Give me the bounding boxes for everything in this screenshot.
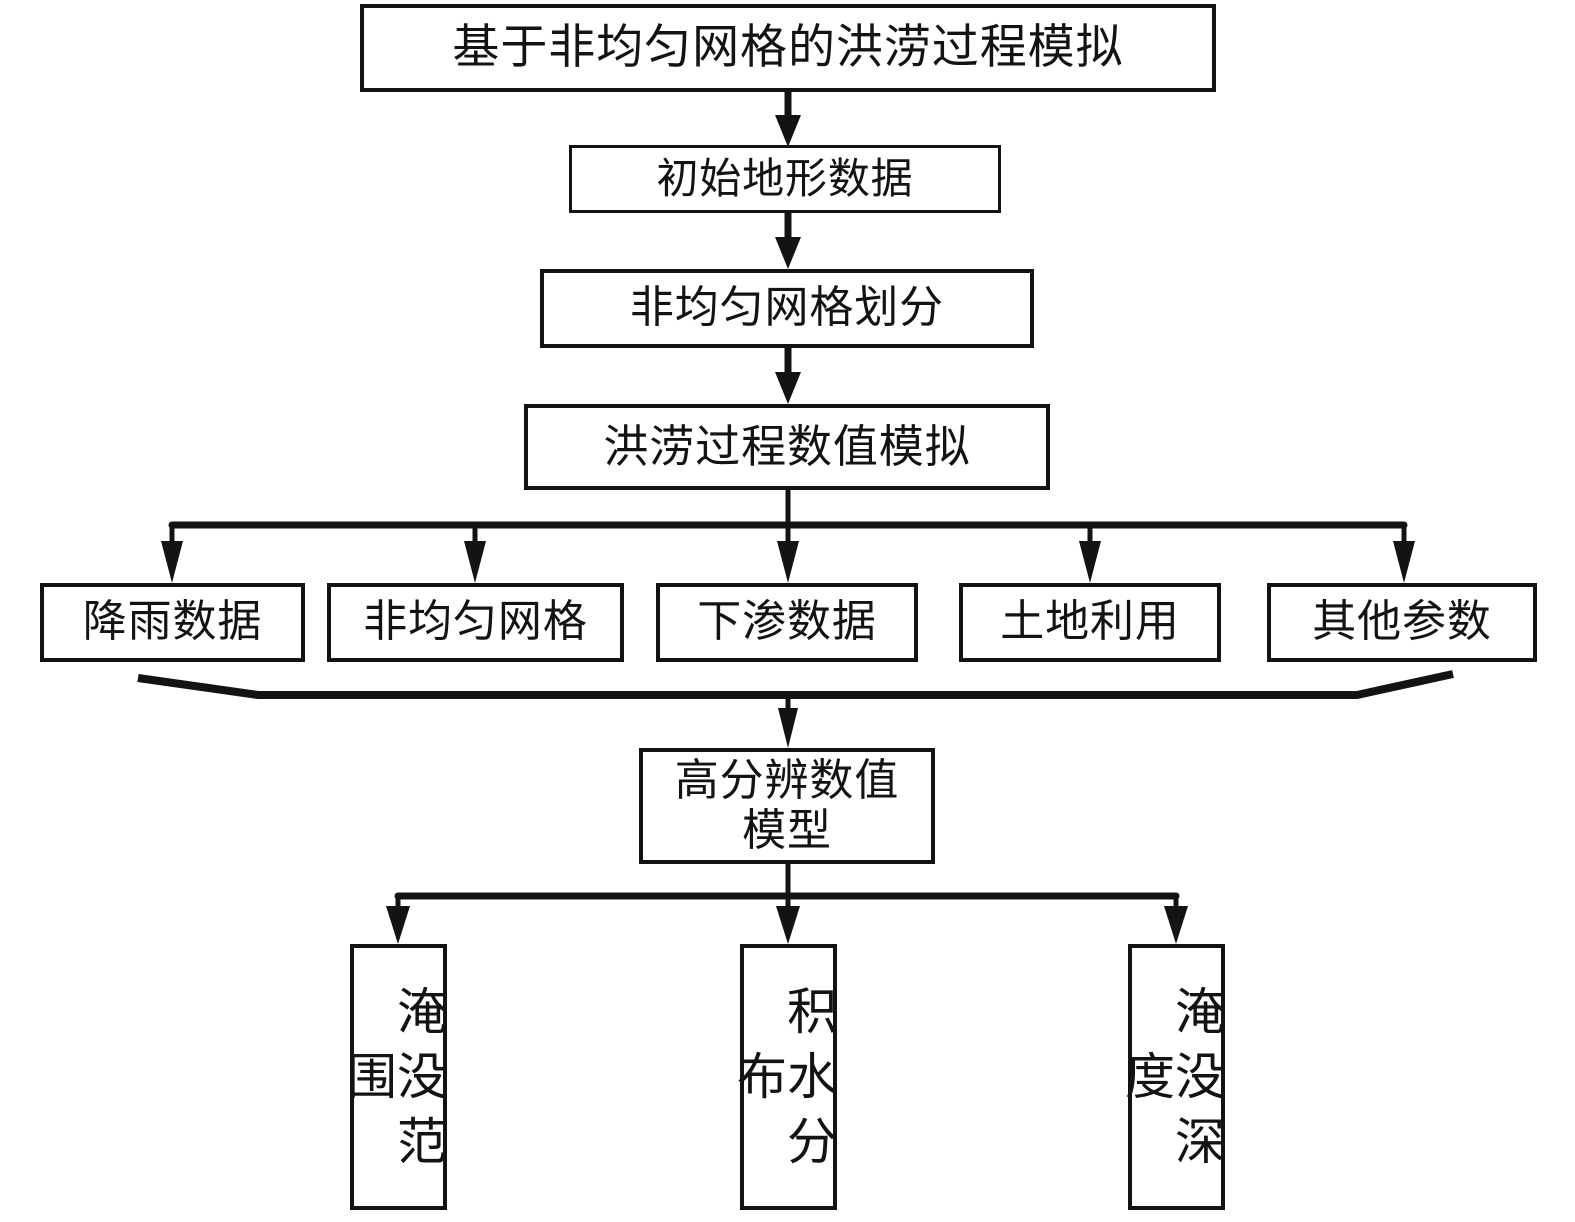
node-input-rainfall-data[interactable]: 降雨数据 — [40, 583, 305, 662]
node-high-resolution-numerical-model[interactable]: 高分辨数值 模型 — [639, 748, 935, 864]
node-input-land-use[interactable]: 土地利用 — [959, 583, 1221, 662]
node-initial-terrain-data[interactable]: 初始地形数据 — [569, 145, 1001, 213]
arrow-title-to-terrain — [775, 92, 801, 147]
node-input-rainfall-data-label: 降雨数据 — [82, 596, 263, 648]
arrow-terrain-to-mesh — [775, 213, 801, 269]
node-nonuniform-mesh-partition-label: 非均匀网格划分 — [629, 282, 945, 334]
node-input-nonuniform-mesh-label: 非均匀网格 — [363, 596, 588, 648]
node-flood-process-numerical-simulation[interactable]: 洪涝过程数值模拟 — [524, 404, 1050, 490]
node-input-infiltration-data[interactable]: 下渗数据 — [656, 583, 918, 662]
node-nonuniform-mesh-partition[interactable]: 非均匀网格划分 — [540, 269, 1034, 348]
merge-funnel-to-model — [137, 670, 1454, 748]
node-initial-terrain-data-label: 初始地形数据 — [656, 154, 914, 204]
fanout-bus-outputs — [386, 864, 1188, 944]
node-output-inundation-extent-label: 淹没范围 — [339, 984, 447, 1180]
node-input-other-parameters-label: 其他参数 — [1312, 596, 1492, 648]
node-output-inundation-depth[interactable]: 淹没深度 — [1117, 944, 1225, 1210]
node-flood-process-numerical-simulation-label: 洪涝过程数值模拟 — [603, 420, 971, 474]
node-title[interactable]: 基于非均匀网格的洪涝过程模拟 — [360, 4, 1216, 92]
node-input-other-parameters[interactable]: 其他参数 — [1267, 583, 1537, 662]
arrow-mesh-to-simulation — [775, 348, 801, 404]
node-output-water-accumulation-distribution[interactable]: 积水分布 — [729, 944, 837, 1210]
node-output-water-accumulation-distribution-label: 积水分布 — [729, 984, 837, 1180]
node-high-resolution-numerical-model-line2: 模型 — [742, 805, 832, 856]
fanout-bus-inputs — [161, 490, 1415, 583]
node-input-infiltration-data-label: 下渗数据 — [697, 596, 877, 648]
node-input-nonuniform-mesh[interactable]: 非均匀网格 — [327, 583, 624, 662]
node-title-label: 基于非均匀网格的洪涝过程模拟 — [452, 20, 1124, 76]
node-input-land-use-label: 土地利用 — [1000, 596, 1180, 648]
node-output-inundation-depth-label: 淹没深度 — [1117, 984, 1225, 1180]
node-high-resolution-numerical-model-line1: 高分辨数值 — [674, 754, 900, 806]
node-output-inundation-extent[interactable]: 淹没范围 — [339, 944, 447, 1210]
